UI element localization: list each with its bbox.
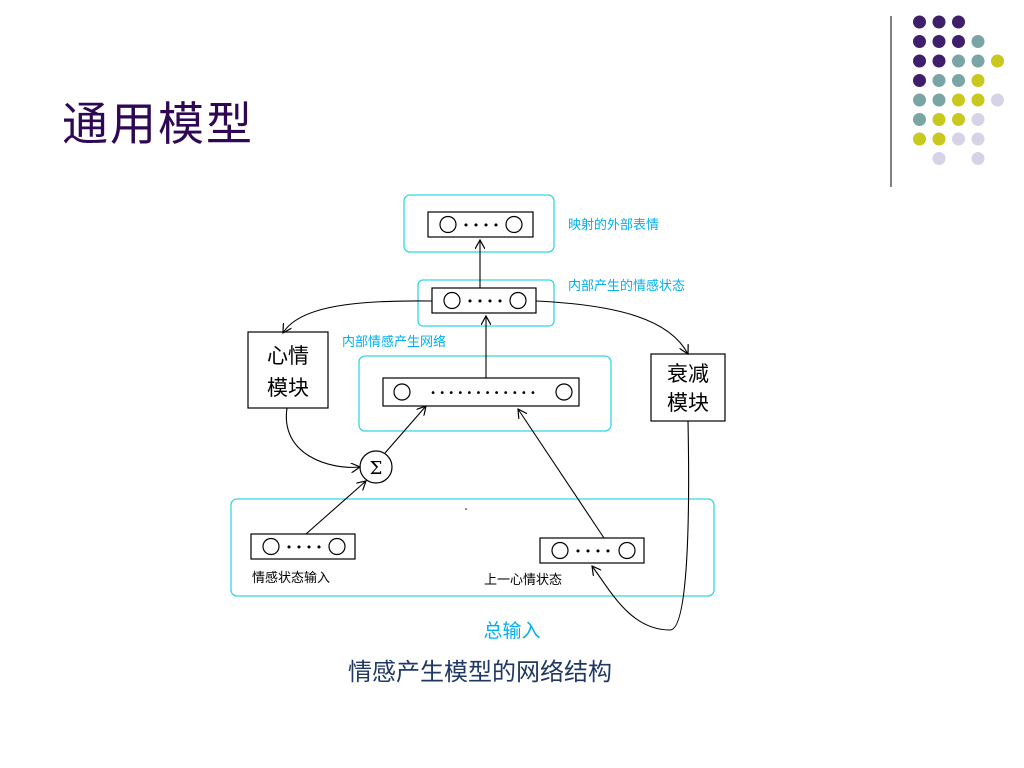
neuron-circle [439,215,457,234]
decorative-dot [971,54,985,68]
neuron-circle [328,537,346,556]
internal-network-neuron-box [382,377,580,407]
internal-network-frame [358,355,612,432]
decorative-dot [932,74,946,87]
decay-module-label-line1: 衰减 [667,362,709,386]
arrow-prevmood-to-network [518,409,605,539]
decorative-dot [913,113,926,126]
decorative-dot [952,132,965,146]
decorative-dot [971,132,985,146]
dot-grid-decoration [913,15,1004,165]
decorative-dot [932,152,946,165]
stray-dot [465,508,467,510]
neuron-circle [262,537,280,556]
decorative-dot [971,152,985,165]
neuron-dots: • • • • [467,295,503,308]
decorative-dot [932,15,946,29]
arrow-state-to-decay [535,300,688,354]
mood-module-box [247,331,329,409]
decorative-dot [952,93,965,107]
neuron-circle [509,291,527,310]
neuron-dots: • • • • [463,219,499,232]
neuron-circle [618,541,636,560]
decorative-dot [952,54,965,68]
decay-module-label-line2: 模块 [667,391,709,415]
decorative-dot [913,93,926,107]
decorative-dot [952,74,965,87]
emotion-input-label: 情感状态输入 [252,570,330,586]
decorative-dot [952,35,965,48]
neuron-circle [505,215,523,234]
decorative-dot [932,35,946,48]
neuron-circle [443,291,461,310]
arrow-state-to-mood [283,300,433,333]
decorative-dot [991,54,1004,68]
decorative-dot [913,54,926,68]
internal-network-label: 内部情感产生网络 [342,334,446,350]
decorative-dot [932,132,946,146]
decorative-dot [913,35,926,48]
decorative-dot [971,35,985,48]
external-expression-label: 映射的外部表情 [568,217,659,233]
slide-title: 通用模型 [62,97,254,151]
decorative-dot [952,113,965,126]
neuron-circle [551,541,569,560]
decorative-dot [913,74,926,87]
decorative-dot [971,93,985,107]
neuron-dots: • • • • [286,541,322,554]
arrow-sum-to-network [384,406,426,454]
decorative-dot [971,113,985,126]
decorative-dot [971,74,985,87]
decorative-dot [913,132,926,146]
decorative-dot [932,113,946,126]
total-input-caption: 总输入 [483,620,541,642]
prev-mood-label: 上一心情状态 [484,573,562,588]
internal-state-label: 内部产生的情感状态 [568,278,685,294]
decay-module-box [650,353,726,422]
decorative-dot [932,54,946,68]
figure-caption: 情感产生模型的网络结构 [348,658,612,686]
neuron-dots: • • • • • • • • • • • • [430,388,536,399]
total-input-frame [230,498,715,597]
neuron-dots: • • • • [575,545,611,558]
mood-module-label-line2: 模块 [267,376,309,400]
decorative-dot [932,93,946,107]
mood-module-label-line1: 心情 [267,344,309,368]
decorative-dot [952,15,965,29]
external-expression-frame [403,194,555,253]
arrow-decay-to-prevmood [592,420,690,631]
neuron-circle [555,383,573,401]
decorative-dot [991,93,1004,107]
summation-symbol: Σ [370,458,383,479]
arrow-input-to-sum [305,481,366,535]
decorative-dot [913,15,926,29]
arrow-mood-to-sum [285,407,360,467]
neuron-circle [393,383,411,401]
